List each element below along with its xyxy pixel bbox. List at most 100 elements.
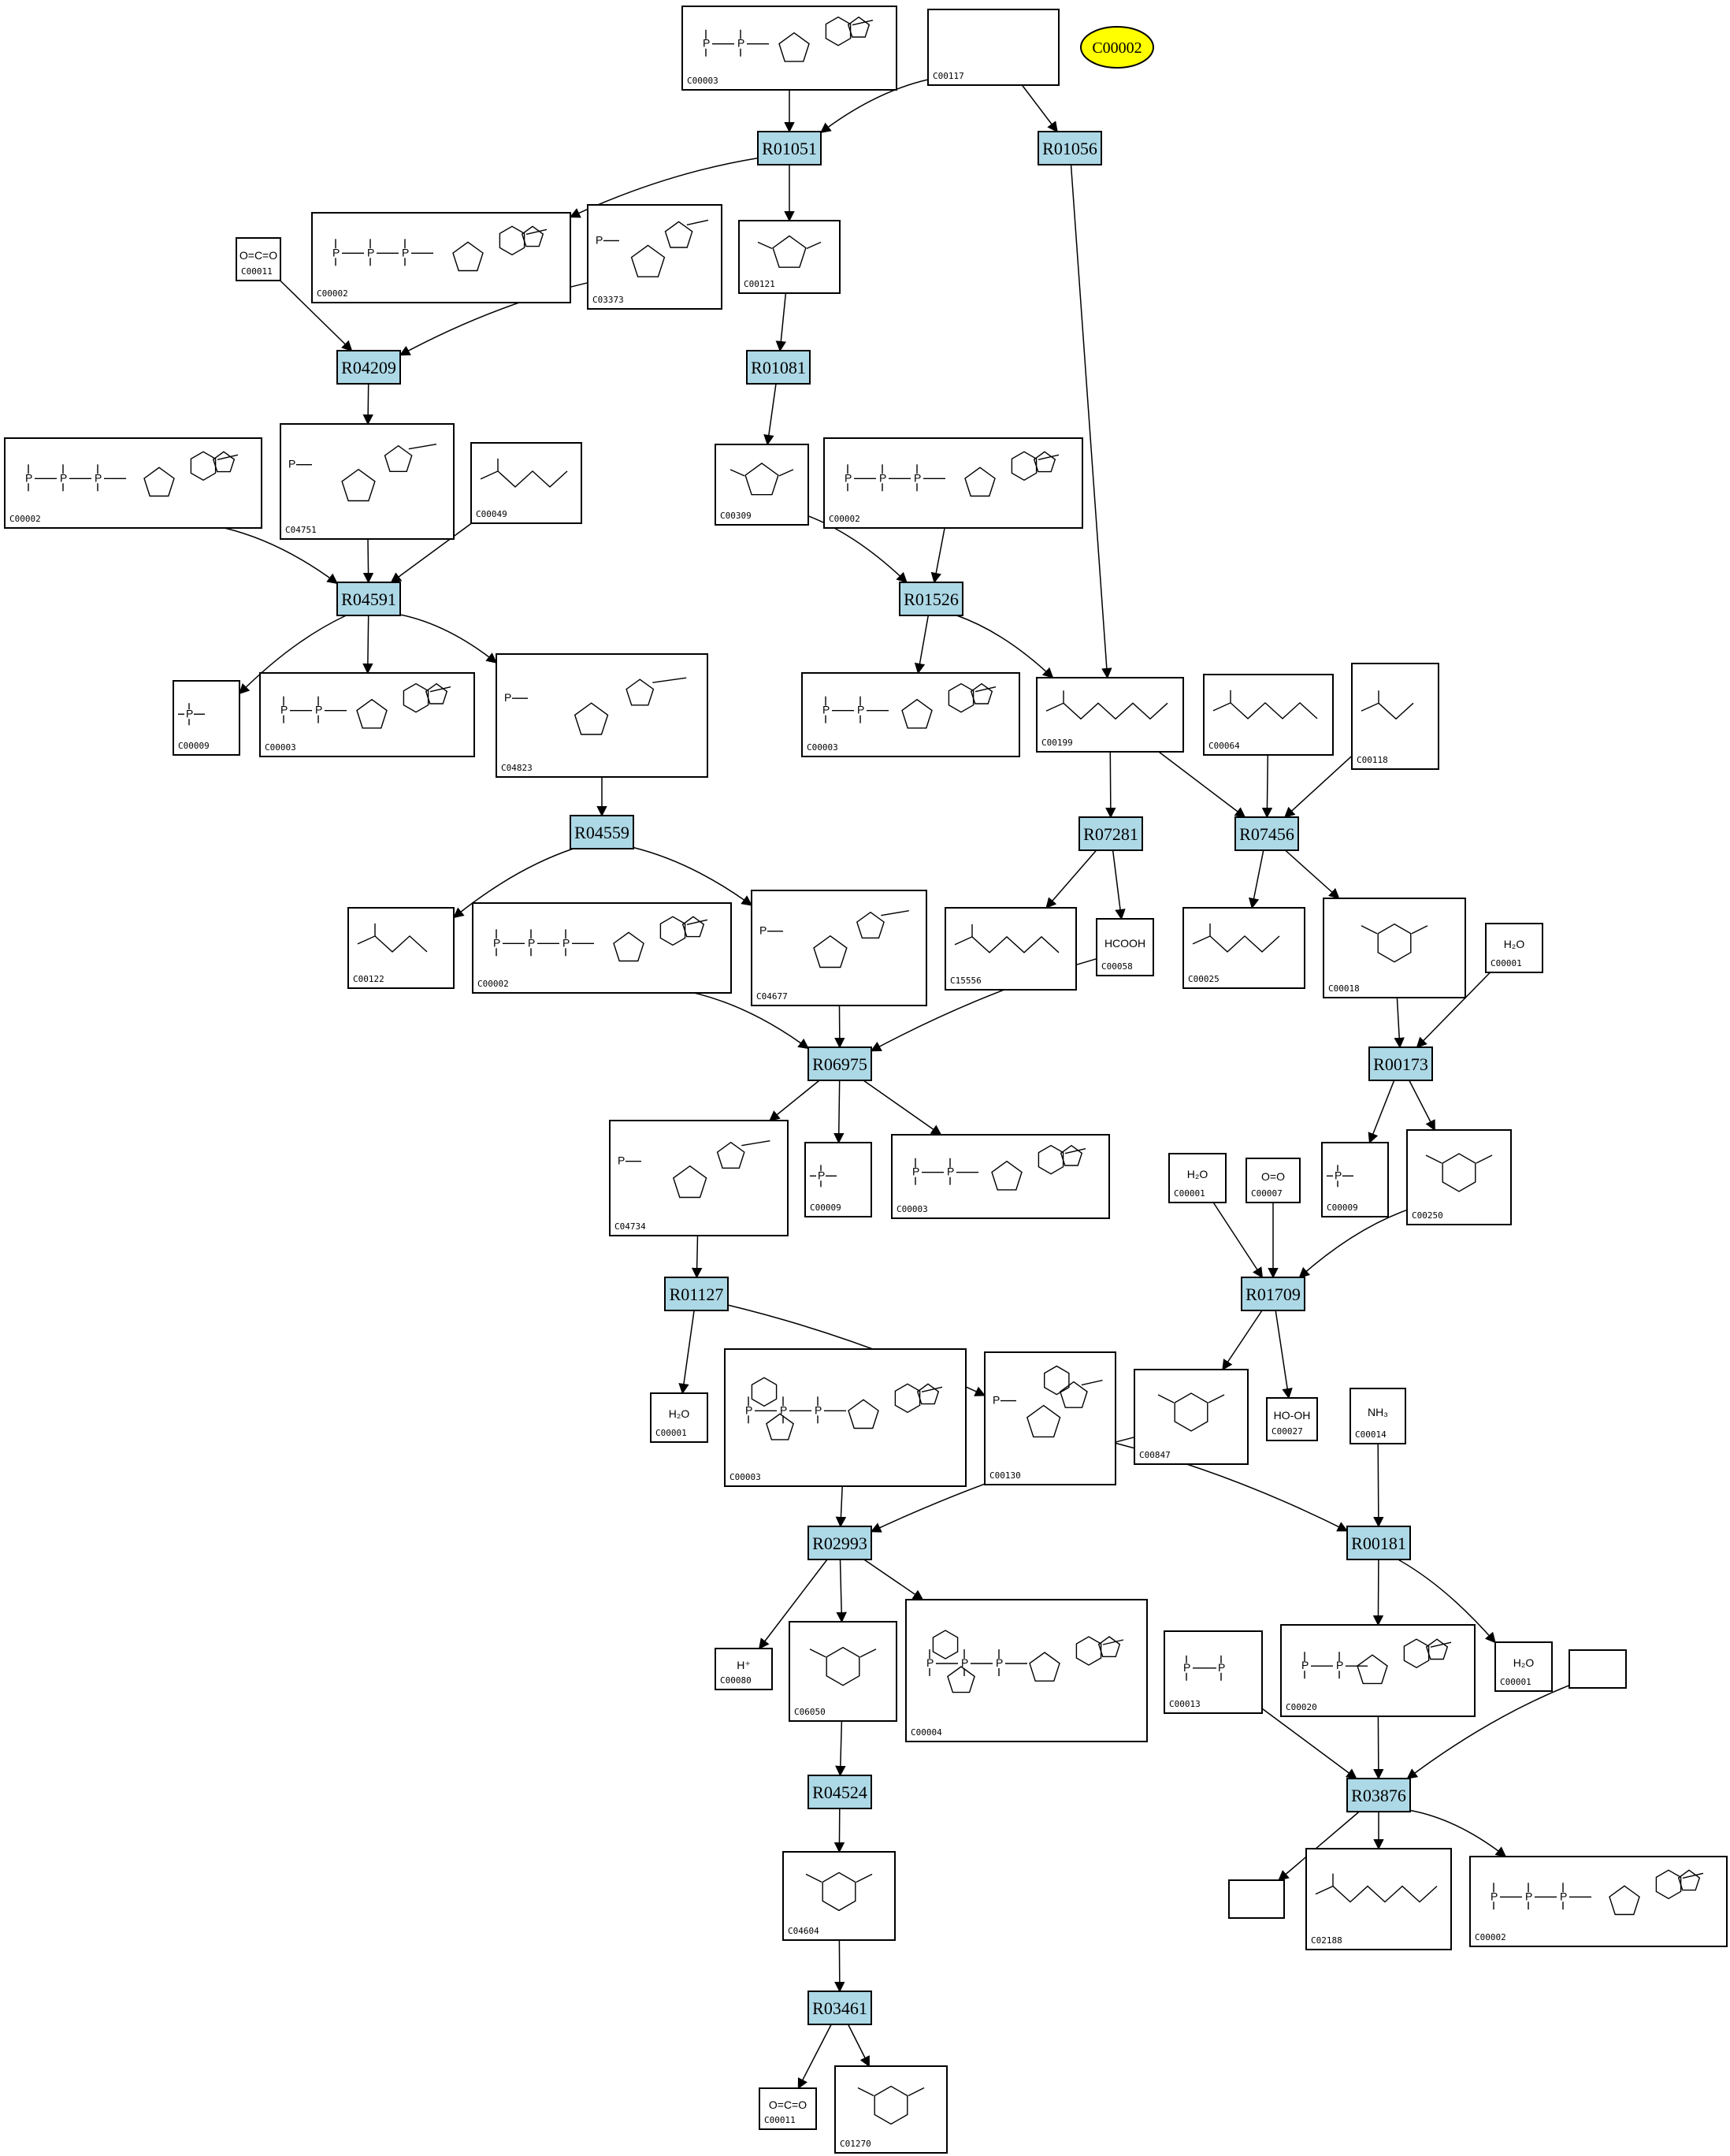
compound-node[interactable]: C04604 <box>782 1851 896 1941</box>
compound-node[interactable]: C00121 <box>738 220 841 294</box>
compound-box[interactable] <box>650 1392 708 1443</box>
compound-box[interactable] <box>1323 898 1466 998</box>
reaction-box[interactable] <box>807 1775 872 1809</box>
compound-box[interactable] <box>173 680 240 756</box>
compound-box[interactable] <box>1134 1369 1249 1465</box>
reaction-node[interactable]: R01526 <box>899 582 963 616</box>
compound-box[interactable] <box>891 1134 1110 1219</box>
compound-node[interactable]: C00250 <box>1406 1129 1512 1225</box>
compound-node[interactable]: H⁺C00080 <box>715 1648 773 1690</box>
compound-box[interactable] <box>1569 1649 1627 1689</box>
compound-box[interactable] <box>280 423 455 540</box>
compound-box[interactable] <box>347 907 455 989</box>
compound-node[interactable]: C00117 <box>927 9 1060 86</box>
highlight-ellipse[interactable] <box>1080 26 1154 69</box>
compound-node[interactable]: C00199 <box>1036 677 1184 753</box>
reaction-box[interactable] <box>1038 131 1102 165</box>
reaction-box[interactable] <box>664 1277 729 1311</box>
compound-box[interactable] <box>715 1648 773 1690</box>
reaction-node[interactable]: R07456 <box>1234 816 1299 851</box>
reaction-box[interactable] <box>807 1991 872 2025</box>
compound-box[interactable] <box>587 204 722 310</box>
compound-box[interactable] <box>1485 923 1543 973</box>
reaction-node[interactable]: R03876 <box>1346 1778 1411 1812</box>
compound-node[interactable]: C00847 <box>1134 1369 1249 1465</box>
reaction-box[interactable] <box>570 815 634 849</box>
compound-box[interactable] <box>1349 1388 1406 1444</box>
compound-box[interactable] <box>724 1348 967 1487</box>
compound-node[interactable]: C06050 <box>789 1621 897 1722</box>
compound-box[interactable] <box>759 2087 817 2130</box>
compound-node[interactable]: C00122 <box>347 907 455 989</box>
compound-box[interactable] <box>1469 1856 1728 1947</box>
compound-box[interactable] <box>1036 677 1184 753</box>
reaction-node[interactable]: R04209 <box>336 350 401 385</box>
reaction-node[interactable]: R01051 <box>757 131 822 165</box>
compound-node[interactable]: C00118 <box>1351 663 1439 770</box>
compound-box[interactable] <box>1266 1397 1318 1441</box>
compound-box[interactable] <box>927 9 1060 86</box>
reaction-node[interactable]: R03461 <box>807 1991 872 2025</box>
reaction-box[interactable] <box>1241 1277 1305 1311</box>
compound-box[interactable] <box>472 902 732 994</box>
compound-node[interactable]: C00049 <box>470 442 582 524</box>
compound-box[interactable] <box>1168 1153 1227 1203</box>
reaction-node[interactable]: R04591 <box>336 582 401 616</box>
compound-node[interactable]: C00025 <box>1182 907 1305 989</box>
reaction-box[interactable] <box>899 582 963 616</box>
compound-box[interactable] <box>1305 1848 1452 1950</box>
reaction-node[interactable]: R00173 <box>1368 1046 1433 1081</box>
compound-box[interactable] <box>1280 1624 1476 1717</box>
compound-box[interactable] <box>259 672 475 757</box>
reaction-node[interactable]: R02993 <box>807 1526 872 1560</box>
compound-box[interactable] <box>236 237 281 281</box>
reaction-box[interactable] <box>1346 1778 1411 1812</box>
reaction-node[interactable]: R01127 <box>664 1277 729 1311</box>
reaction-box[interactable] <box>807 1526 872 1560</box>
compound-box[interactable] <box>984 1351 1116 1485</box>
reaction-box[interactable] <box>807 1046 872 1081</box>
compound-node[interactable] <box>1228 1879 1285 1919</box>
compound-box[interactable] <box>1321 1142 1389 1217</box>
reaction-node[interactable]: R06975 <box>807 1046 872 1081</box>
compound-node[interactable]: C00018 <box>1323 898 1466 998</box>
reaction-box[interactable] <box>1346 1526 1411 1560</box>
compound-box[interactable] <box>905 1599 1148 1742</box>
compound-box[interactable] <box>801 672 1020 757</box>
compound-node[interactable]: C02188 <box>1305 1848 1452 1950</box>
reaction-node[interactable]: R00181 <box>1346 1526 1411 1560</box>
reaction-node[interactable]: R04559 <box>570 815 634 849</box>
compound-node[interactable]: C15556 <box>945 907 1077 991</box>
compound-box[interactable] <box>1406 1129 1512 1225</box>
reaction-node[interactable]: R01709 <box>1241 1277 1305 1311</box>
compound-box[interactable] <box>1351 663 1439 770</box>
reaction-box[interactable] <box>336 582 401 616</box>
reaction-box[interactable] <box>746 350 811 385</box>
reaction-box[interactable] <box>757 131 822 165</box>
